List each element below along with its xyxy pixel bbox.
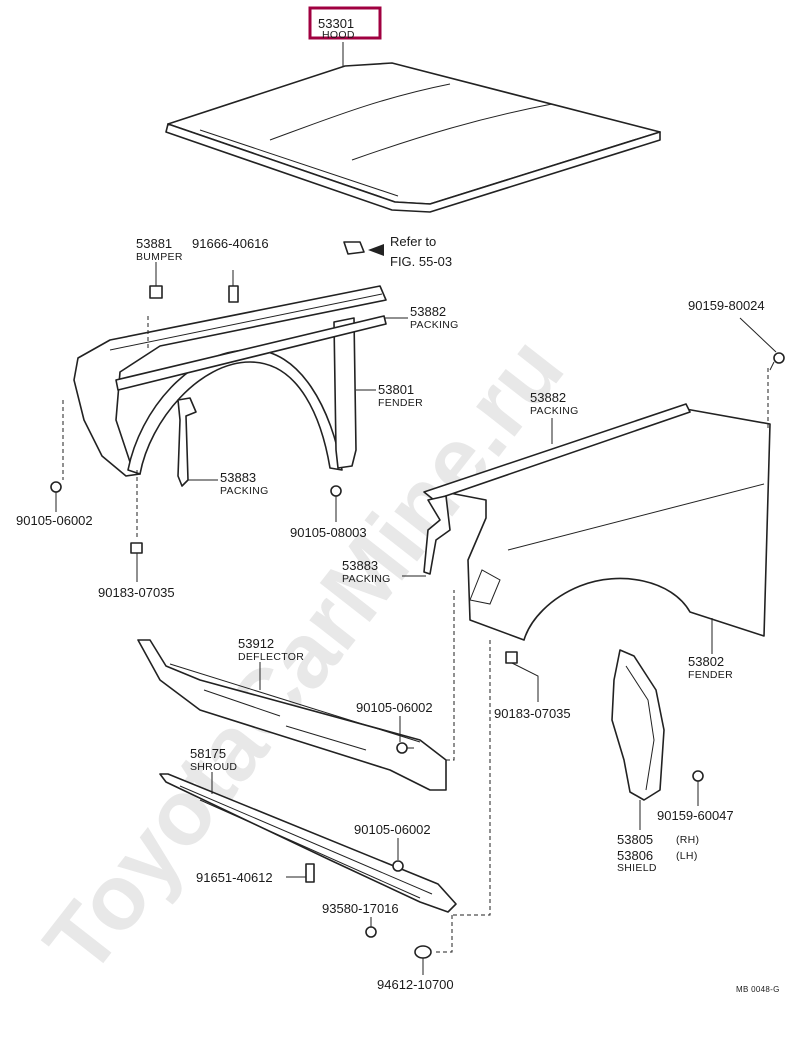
screw-90105-08003-icon[interactable] <box>330 485 342 504</box>
screw-90159-60047-number[interactable]: 90159-60047 <box>657 808 734 823</box>
shield-rh-number[interactable]: 53805 <box>617 832 653 847</box>
packing-upper-right-label: PACKING <box>530 405 579 417</box>
nut-90183-left-number[interactable]: 90183-07035 <box>98 585 175 600</box>
screw-90105-left-icon[interactable] <box>50 481 62 500</box>
deflector-part[interactable] <box>137 639 447 791</box>
packing-right-part[interactable] <box>423 495 451 575</box>
packing-upper-left-number[interactable]: 53882 <box>410 304 446 319</box>
fender-right-number[interactable]: 53802 <box>688 654 724 669</box>
bolt-90159-80024-icon[interactable] <box>769 352 785 371</box>
fender-left-number[interactable]: 53801 <box>378 382 414 397</box>
screw-90105-left-number[interactable]: 90105-06002 <box>16 513 93 528</box>
screw-90159-60047-icon[interactable] <box>692 770 704 788</box>
shroud-part[interactable] <box>159 773 457 913</box>
nut-90183-right-number[interactable]: 90183-07035 <box>494 706 571 721</box>
shroud-number[interactable]: 58175 <box>190 746 226 761</box>
clip-93580-number[interactable]: 93580-17016 <box>322 901 399 916</box>
nut-90183-right-icon[interactable] <box>505 651 518 664</box>
shield-part[interactable] <box>611 649 665 801</box>
washer-94612-number[interactable]: 94612-10700 <box>377 977 454 992</box>
packing-lower-left-number[interactable]: 53883 <box>220 470 256 485</box>
packing-left-part[interactable] <box>177 397 197 487</box>
screw-90105-deflector-number[interactable]: 90105-06002 <box>356 700 433 715</box>
bumper-part[interactable] <box>149 285 163 299</box>
refer-text-line2: FIG. 55-03 <box>390 254 452 269</box>
screw-90105-shroud-icon[interactable] <box>392 860 404 872</box>
packing-lower-right-number[interactable]: 53883 <box>342 558 378 573</box>
washer-94612-icon[interactable] <box>414 945 432 959</box>
bumper-label: BUMPER <box>136 251 183 263</box>
highlight-box <box>308 6 382 40</box>
packing-lower-left-label: PACKING <box>220 485 269 497</box>
packing-upper-left-label: PACKING <box>410 319 459 331</box>
fender-right-label: FENDER <box>688 669 733 681</box>
shield-rh-side: (RH) <box>676 834 699 846</box>
bolt-91651-icon[interactable] <box>305 863 315 883</box>
fender-right-part[interactable] <box>423 403 771 641</box>
clip-refer-icon[interactable] <box>343 241 365 255</box>
hood-number[interactable]: 53301 <box>318 16 354 31</box>
fender-left-part[interactable] <box>73 285 387 487</box>
nut-90183-left-icon[interactable] <box>130 542 143 554</box>
clip-93580-icon[interactable] <box>365 926 377 938</box>
shroud-label: SHROUD <box>190 761 237 773</box>
screw-90105-08003-number[interactable]: 90105-08003 <box>290 525 367 540</box>
shield-label: SHIELD <box>617 862 657 874</box>
deflector-number[interactable]: 53912 <box>238 636 274 651</box>
screw-90105-deflector-icon[interactable] <box>396 742 414 754</box>
bolt-91666-icon[interactable] <box>228 270 239 303</box>
hood-part[interactable] <box>165 62 661 213</box>
drawing-code: MB 0048-G <box>736 985 780 994</box>
bolt-91666-number[interactable]: 91666-40616 <box>192 236 269 251</box>
screw-90105-shroud-number[interactable]: 90105-06002 <box>354 822 431 837</box>
fender-left-label: FENDER <box>378 397 423 409</box>
refer-arrow <box>368 244 384 256</box>
shield-lh-number[interactable]: 53806 <box>617 848 653 863</box>
bolt-91651-number[interactable]: 91651-40612 <box>196 870 273 885</box>
refer-text-line1: Refer to <box>390 234 436 249</box>
packing-upper-right-number[interactable]: 53882 <box>530 390 566 405</box>
deflector-label: DEFLECTOR <box>238 651 304 663</box>
bumper-number[interactable]: 53881 <box>136 236 172 251</box>
bolt-90159-80024-number[interactable]: 90159-80024 <box>688 298 765 313</box>
packing-lower-right-label: PACKING <box>342 573 391 585</box>
hood-label: HOOD <box>322 29 355 41</box>
shield-lh-side: (LH) <box>676 850 698 862</box>
